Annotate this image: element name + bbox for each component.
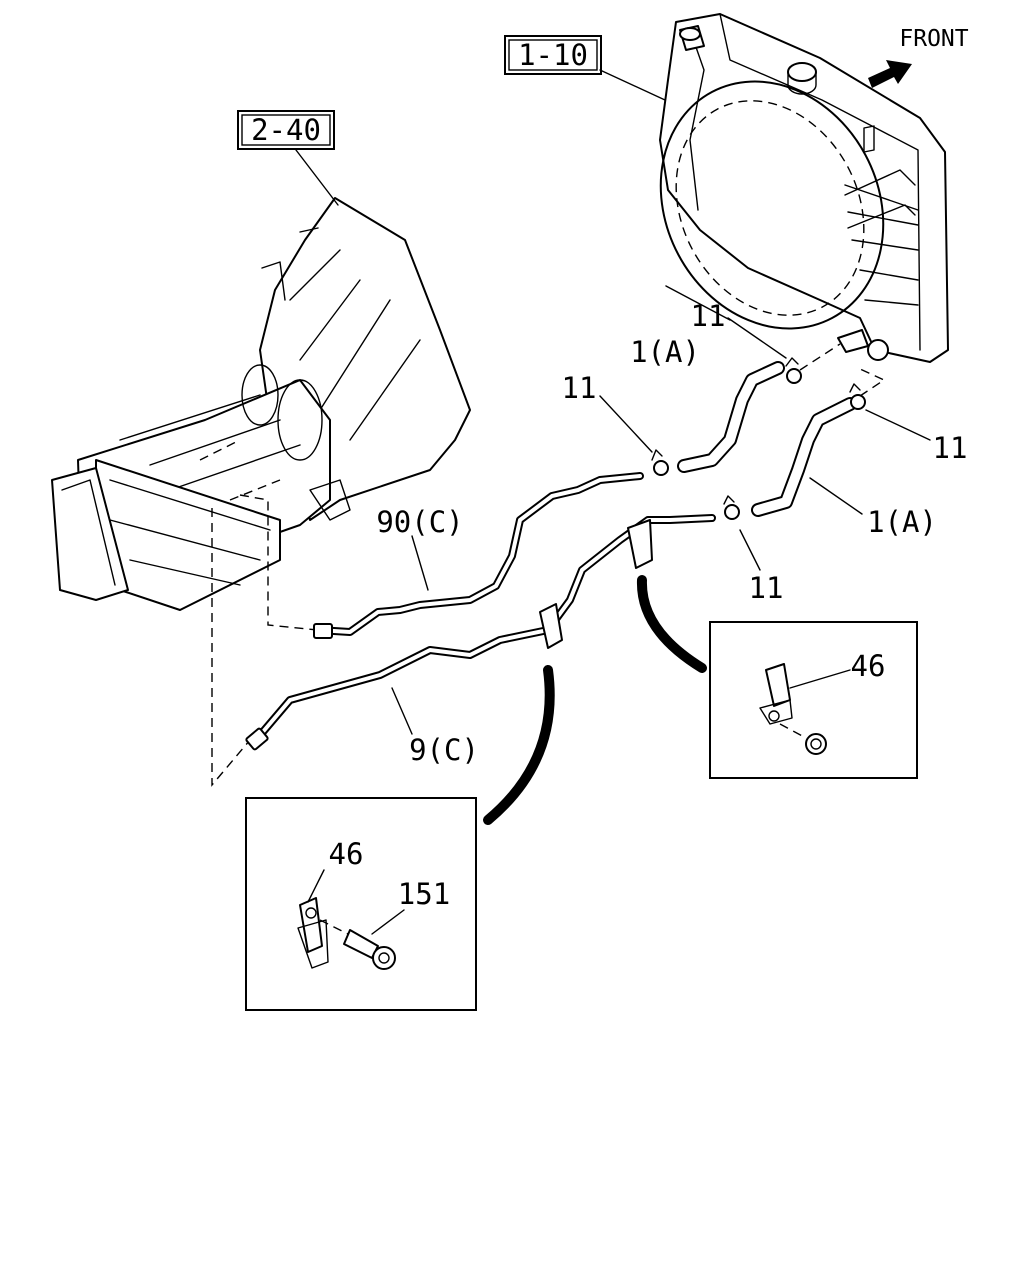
bolt-icon <box>343 929 396 970</box>
callout-detail-left-bolt: 151 <box>398 877 450 911</box>
ref-label-radiator: 1-10 <box>518 38 588 72</box>
front-arrow-icon <box>868 60 912 88</box>
callout-pipe-lower: 9(C) <box>409 733 479 767</box>
hose-lower[interactable] <box>751 397 857 517</box>
detail-box-left <box>245 797 477 1011</box>
front-label: FRONT <box>899 26 968 52</box>
pipe-upper[interactable] <box>313 472 644 639</box>
hose-clip[interactable] <box>785 357 802 384</box>
callout-hose-upper: 1(A) <box>630 335 700 369</box>
ref-box-transmission[interactable]: 2-40 <box>237 110 335 150</box>
pointer-to-left-detail <box>483 665 555 825</box>
leader-left-bracket <box>307 869 325 903</box>
ref-label-transmission: 2-40 <box>251 113 321 147</box>
callout-detail-right-bracket: 46 <box>851 649 886 683</box>
pipe-lower[interactable] <box>245 514 716 751</box>
callout-clip-lower: 11 <box>749 571 784 605</box>
hose-clip[interactable] <box>651 449 669 476</box>
callout-pipe-upper: 90(C) <box>376 505 463 539</box>
callout-clip-upper-left: 11 <box>562 371 597 405</box>
transmission-assembly <box>51 197 471 611</box>
detail-box-right <box>709 621 918 779</box>
leader-radiator <box>599 69 666 101</box>
leader-transmission <box>295 149 339 206</box>
hose-clip[interactable] <box>849 383 866 410</box>
ref-box-radiator[interactable]: 1-10 <box>504 35 602 75</box>
callout-detail-left-bracket: 46 <box>329 837 364 871</box>
nut-icon <box>805 733 827 755</box>
leader-left-bolt <box>371 909 405 935</box>
hose-clip[interactable] <box>723 495 740 520</box>
callout-hose-lower: 1(A) <box>867 505 937 539</box>
hose-upper[interactable] <box>677 361 785 473</box>
pointer-to-right-detail <box>636 575 707 673</box>
radiator-assembly <box>659 13 949 363</box>
leader-right-bracket <box>789 669 851 689</box>
callout-clip-top-right: 11 <box>691 299 726 333</box>
callout-clip-right: 11 <box>933 431 968 465</box>
